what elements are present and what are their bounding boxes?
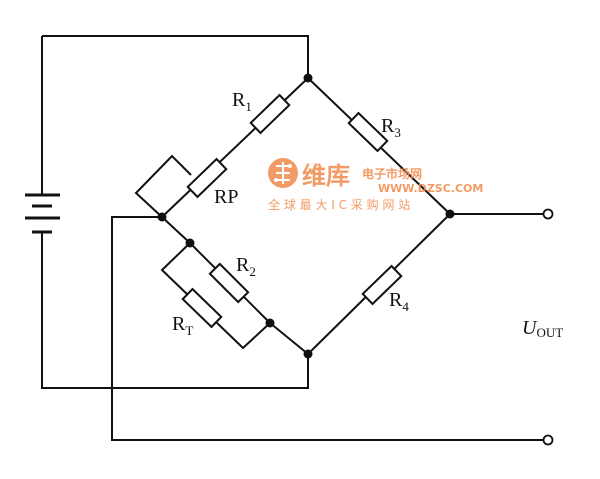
output-terminal-top [542, 208, 554, 220]
label-uout: UOUT [522, 317, 563, 340]
label-r3: R3 [381, 115, 401, 140]
wires [41, 35, 544, 441]
node-right [445, 209, 455, 219]
watermark-url: WWW.DZSC.COM [378, 182, 483, 195]
resistor-r4 [361, 264, 403, 306]
battery [25, 193, 60, 234]
watermark-brand: 维库 [302, 162, 350, 190]
node-r2-upper [185, 238, 195, 248]
watermark-logo-icon [268, 158, 298, 188]
output-terminal-bottom [542, 434, 554, 446]
resistor-r2 [208, 262, 250, 304]
node-left [157, 212, 167, 222]
wire-left-to-r2-node [161, 216, 191, 244]
watermark-subtitle: 电子市场网 [362, 166, 422, 181]
wire-top-loop [42, 35, 309, 78]
node-bottom [303, 349, 313, 359]
potentiometer-rp [186, 157, 228, 199]
label-r2: R2 [236, 254, 256, 279]
resistor-r3 [347, 111, 389, 153]
watermark-slogan: 全 球 最 大 I C 采 购 网 站 [268, 197, 410, 212]
wire-rp-wiper-loop [134, 154, 192, 218]
wire-bottom-loop [41, 232, 309, 389]
node-r2-lower [265, 318, 275, 328]
label-rt: RT [172, 313, 193, 338]
junction-nodes [157, 73, 455, 359]
resistor-r1 [249, 93, 291, 135]
wire-r2-node-to-bottom [269, 322, 309, 355]
resistor-rt [181, 287, 223, 329]
watermark: 维库 电子市场网 WWW.DZSC.COM 全 球 最 大 I C 采 购 网 … [268, 158, 483, 212]
wire-output-bottom [111, 216, 544, 441]
label-r1: R1 [232, 89, 252, 114]
label-rp: RP [214, 186, 238, 208]
node-top [303, 73, 313, 83]
label-r4: R4 [389, 289, 409, 314]
